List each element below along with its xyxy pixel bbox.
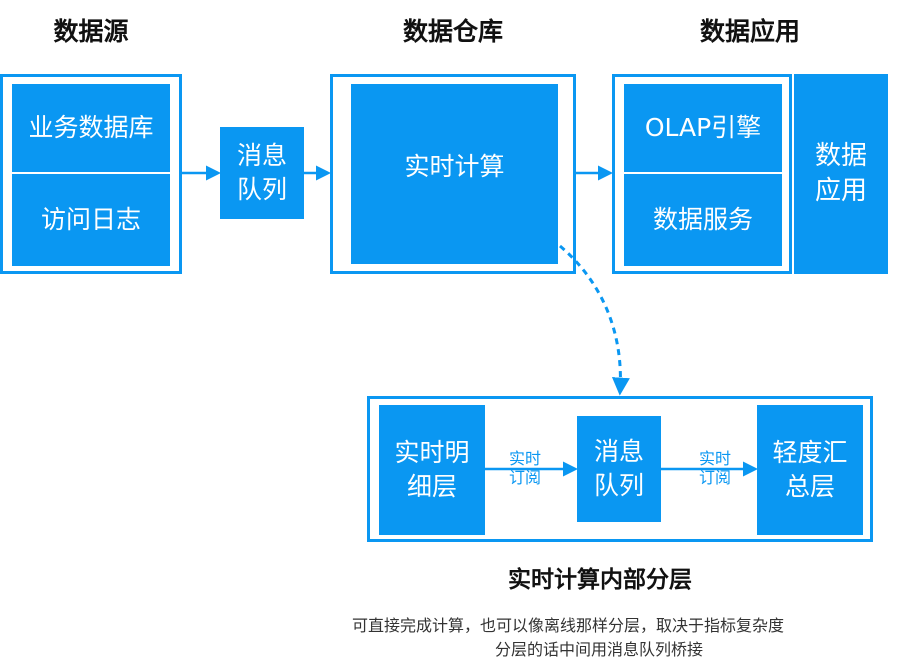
realtime-detail-line-2: 细层	[406, 472, 457, 501]
message-queue-box: 消息 队列	[220, 127, 304, 219]
section-title-warehouse: 数据仓库	[402, 17, 503, 46]
light-summary-layer-box: 轻度汇 总层	[757, 405, 863, 535]
source-box-access-log-label: 访问日志	[40, 205, 141, 235]
realtime-detail-layer-box: 实时明 细层	[379, 405, 485, 535]
data-application-side-line-2: 应用	[814, 176, 867, 206]
light-summary-line-2: 总层	[784, 472, 835, 501]
section-title-application: 数据应用	[699, 17, 800, 46]
data-service-label: 数据服务	[652, 205, 753, 235]
arrow-label-subscribe-2-line-2: 订阅	[698, 468, 731, 488]
layer-message-queue-line-1: 消息	[593, 437, 644, 467]
caption-line-1: 可直接完成计算，也可以像离线那样分层，取决于指标复杂度	[352, 616, 785, 635]
data-service-box: 数据服务	[624, 174, 782, 266]
source-box-business-db: 业务数据库	[12, 84, 170, 172]
section-title-source: 数据源	[53, 17, 129, 46]
arrow-label-subscribe-2: 实时 订阅	[687, 449, 743, 487]
light-summary-line-1: 轻度汇	[772, 438, 848, 468]
arrow-label-subscribe-1-line-1: 实时	[508, 449, 541, 468]
layering-subtitle: 实时计算内部分层	[508, 567, 692, 593]
arrow-label-subscribe-1: 实时 订阅	[497, 449, 553, 487]
application-divider	[624, 172, 782, 174]
data-application-side-box: 数据 应用	[794, 74, 888, 274]
message-queue-line-2: 队列	[236, 175, 287, 204]
dashed-arrow-to-layering	[559, 244, 630, 396]
message-queue-line-1: 消息	[236, 141, 287, 171]
olap-engine-box: OLAP引擎	[624, 84, 782, 172]
olap-engine-label: OLAP引擎	[644, 113, 762, 143]
layer-message-queue-box: 消息 队列	[577, 416, 661, 522]
realtime-compute-box: 实时计算	[351, 84, 558, 264]
caption-line-2: 分层的话中间用消息队列桥接	[495, 640, 704, 659]
source-divider	[12, 172, 170, 174]
layer-message-queue-line-2: 队列	[593, 471, 644, 500]
realtime-compute-label: 实时计算	[404, 152, 505, 182]
arrow-label-subscribe-1-line-2: 订阅	[508, 468, 541, 488]
arrow-label-subscribe-2-line-1: 实时	[698, 449, 731, 468]
data-application-side-line-1: 数据	[814, 140, 867, 171]
realtime-detail-line-1: 实时明	[394, 438, 470, 468]
source-box-access-log: 访问日志	[12, 174, 170, 266]
source-box-business-db-label: 业务数据库	[28, 113, 154, 143]
